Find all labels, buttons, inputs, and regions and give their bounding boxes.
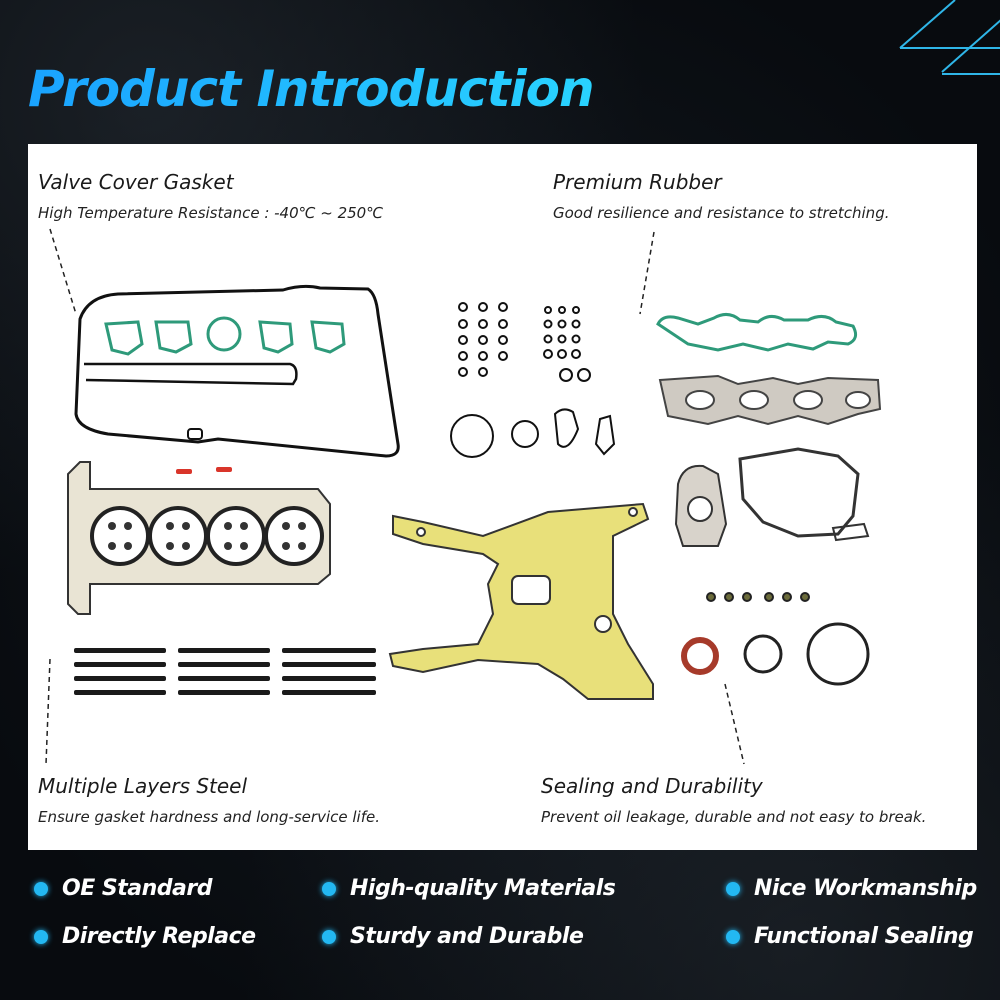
- crank-seals: [681, 622, 870, 686]
- bullet-icon: [34, 929, 48, 944]
- page-title: Product Introduction: [28, 60, 595, 118]
- feature-label: Functional Sealing: [754, 924, 974, 949]
- feature-item: Functional Sealing: [726, 924, 974, 949]
- feature-list: OE Standard High-quality Materials Nice …: [0, 870, 1000, 970]
- feature-item: Sturdy and Durable: [322, 924, 584, 949]
- feature-label: High-quality Materials: [350, 876, 616, 901]
- callout-premium-rubber: Premium Rubber Good resilience and resis…: [553, 170, 889, 222]
- callout-multi-layer: Multiple Layers Steel Ensure gasket hard…: [38, 774, 380, 826]
- feature-label: OE Standard: [62, 876, 212, 901]
- product-panel: Valve Cover Gasket High Temperature Resi…: [28, 144, 977, 850]
- feature-label: Sturdy and Durable: [350, 924, 584, 949]
- feature-label: Directly Replace: [62, 924, 256, 949]
- callout-premium-rubber-detail: Good resilience and resistance to stretc…: [553, 204, 890, 222]
- feature-item: High-quality Materials: [322, 876, 616, 901]
- exhaust-gasket: [658, 374, 882, 426]
- callout-valve-cover-detail: High Temperature Resistance : -40℃ ~ 250…: [38, 204, 384, 222]
- callout-valve-cover-heading: Valve Cover Gasket: [38, 170, 234, 194]
- bullet-icon: [726, 929, 740, 944]
- callout-multi-layer-detail: Ensure gasket hardness and long-service …: [38, 808, 380, 826]
- callout-sealing-detail: Prevent oil leakage, durable and not eas…: [541, 808, 927, 826]
- timing-cover-gasket: [388, 502, 654, 700]
- feature-label: Nice Workmanship: [754, 876, 977, 901]
- callout-sealing-heading: Sealing and Durability: [541, 774, 763, 798]
- head-gasket: [67, 461, 331, 615]
- bullet-icon: [726, 881, 740, 896]
- bullet-icon: [34, 881, 48, 896]
- callout-valve-cover: Valve Cover Gasket High Temperature Resi…: [38, 170, 383, 222]
- feature-item: OE Standard: [34, 876, 212, 901]
- misc-gaskets: [674, 447, 870, 547]
- gasket-kit-illustration: [45, 228, 882, 765]
- intake-gasket: [656, 313, 858, 352]
- feature-item: Nice Workmanship: [726, 876, 977, 901]
- decorative-lines: [899, 0, 1000, 75]
- bullet-icon: [322, 881, 336, 896]
- valve-cover-gasket: [74, 284, 400, 458]
- small-seals: [706, 592, 810, 602]
- feature-item: Directly Replace: [34, 924, 256, 949]
- callout-premium-rubber-heading: Premium Rubber: [553, 170, 722, 194]
- o-rings: [450, 302, 616, 458]
- bullet-icon: [322, 929, 336, 944]
- callout-sealing: Sealing and Durability Prevent oil leaka…: [541, 774, 926, 826]
- callout-multi-layer-heading: Multiple Layers Steel: [38, 774, 248, 798]
- head-bolts: [74, 648, 376, 695]
